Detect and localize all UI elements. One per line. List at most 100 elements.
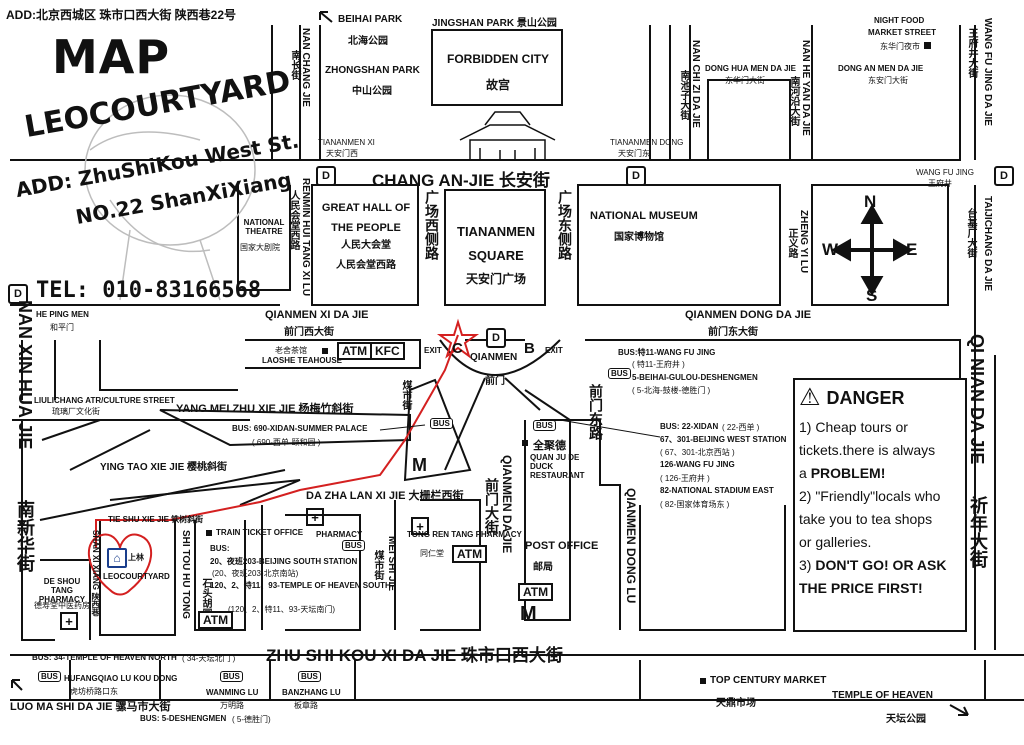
night-food-cn: 东华门夜市 — [880, 42, 920, 51]
pharmacy-cross-icon: + — [60, 612, 78, 630]
arrow-icon — [11, 679, 23, 691]
header-address: ADD:北京西城区 珠市口西大街 陕西巷22号 — [6, 8, 237, 22]
national-museum-label: NATIONAL MUSEUM — [590, 210, 698, 222]
bus-34-label: BUS: 34-TEMPLE OF HEAVEN NORTH — [32, 653, 177, 662]
qianmen-dong-da-jie-label: QIANMEN DONG DA JIE — [685, 309, 812, 321]
zhushikou-label: ZHU SHI KOU XI DA JIE 珠市口西大街 — [266, 646, 563, 665]
square-west-road-cn: 广场西侧路 — [424, 190, 440, 260]
dong-hua-men-label: DONG HUA MEN DA JIE — [705, 64, 796, 73]
nan-xin-hua-jie-label: NAN XIN HUA JIE — [15, 300, 35, 450]
nan-he-yan-cn: 南河沿大街 — [788, 76, 799, 126]
qianmen-east-road-cn: 前门东路 — [588, 384, 604, 440]
wanming-label: WANMING LU — [206, 688, 259, 697]
metro-m-letter: M — [412, 455, 427, 475]
bus-stop-icon: BUS — [298, 671, 321, 682]
danger-item2b: take you to tea shops — [799, 511, 933, 527]
bus-67-label: 67、301-BEIJING WEST STATION — [660, 435, 787, 444]
danger-item1c: a — [799, 465, 811, 481]
exit-c-label: EXIT — [424, 346, 442, 355]
danger-triangle-icon: ⚠ — [799, 384, 821, 411]
hotel-shanglin-cn: 上林 — [128, 553, 144, 562]
brand-tel: TEL: 010-83166568 — [36, 278, 262, 303]
tiananmen-xi-label: TIANANMEN XI — [318, 138, 375, 147]
chang-an-jie-label: CHANG AN-JIE 长安街 — [372, 171, 550, 190]
compass-w: W — [822, 240, 839, 259]
bus-te11-label: BUS:特11-WANG FU JING — [618, 348, 716, 357]
night-market-marker — [924, 42, 931, 49]
wang-fu-jing-stop-cn: 王府井 — [928, 179, 952, 188]
liulichang-label: LIULICHANG ATR/CULTURE STREET — [34, 396, 175, 405]
mei-shi-jie-label: MEI SHI JIE — [386, 536, 397, 592]
bus-stop-icon: BUS — [430, 418, 453, 429]
map-title: MAP — [52, 30, 171, 84]
metro-icon: D — [486, 328, 506, 348]
renmin-hui-tang-cn: 人民会堂西路 — [288, 190, 299, 250]
bus-stop-icon: BUS — [608, 368, 631, 379]
sketch-figure — [84, 94, 256, 301]
night-food-label: NIGHT FOOD — [874, 16, 925, 25]
bus-20-cn: (20、夜班203-北京南站) — [212, 569, 299, 578]
qianmen-dong-da-jie-cn: 前门东大街 — [708, 327, 758, 338]
danger-title: DANGER — [826, 387, 905, 408]
shitou-hutong-label: SHI TOU HU TONG — [180, 530, 191, 620]
liulichang-cn: 琉璃厂文化街 — [52, 407, 100, 416]
qianmen-da-jie-label: QIANMEN DA JIE — [500, 455, 514, 554]
heart-icon — [87, 533, 153, 596]
qianmen-xi-da-jie-cn: 前门西大街 — [284, 327, 334, 338]
bus-stop-icon: BUS — [533, 420, 556, 431]
train-ticket-marker — [206, 530, 212, 536]
bus-22-cn: ( 22-西单 ) — [722, 423, 760, 432]
national-theatre-label: NATIONAL THEATRE — [243, 218, 285, 236]
dazhalan-label: DA ZHA LAN XI JIE 大栅栏西街 — [306, 490, 464, 502]
bus-deshengmen-cn: ( 5-德胜门) — [232, 715, 271, 724]
temple-heaven-label: TEMPLE OF HEAVEN — [832, 690, 933, 701]
nan-he-yan-label: NAN HE YAN DA JIE — [800, 40, 811, 136]
hotel-icon[interactable]: ⌂ — [107, 548, 127, 568]
luoma-label: LUO MA SHI DA JIE 骡马市大街 — [10, 701, 171, 713]
tongrentang-label: TONG REN TANG PHARMACY — [407, 530, 522, 539]
top-century-cn: 天鼎市场 — [716, 698, 756, 709]
danger-item2a: 2) "Friendly"locals who — [799, 488, 941, 504]
national-theatre-cn: 国家大剧院 — [240, 243, 280, 252]
pharmacy-cross-icon: + — [306, 508, 324, 526]
danger-item3b: DON'T GO! OR ASK — [815, 557, 947, 573]
exit-b-letter: B — [524, 340, 535, 357]
laoshe-teahouse-label: LAOSHE TEAHOUSE — [262, 356, 343, 365]
metro-icon: D — [994, 166, 1014, 186]
zhongshan-park-cn: 中山公园 — [352, 86, 392, 97]
tie-shu-label: TIE SHU XIE JIE 铁树斜街 — [108, 515, 204, 524]
hotel-leocourtyard-label[interactable]: LEOCOURTYARD — [103, 572, 170, 581]
bus-stop-icon: BUS — [38, 671, 61, 682]
metro-icon: D — [8, 284, 28, 304]
metro-icon: D — [316, 166, 336, 186]
bus-deshengmen-label: BUS: 5-DESHENGMEN — [140, 714, 227, 723]
danger-item1b: tickets.there is always — [799, 442, 936, 458]
wang-fu-jing-stop-label: WANG FU JING — [916, 168, 974, 177]
jingshan-park-label: JINGSHAN PARK 景山公园 — [432, 18, 557, 29]
zheng-yi-lu-label: ZHENG YI LU — [798, 210, 809, 274]
danger-panel: ⚠ DANGER 1) Cheap tours or tickets.there… — [793, 378, 967, 632]
bus-34-cn: ( 34-天坛北门 ) — [182, 654, 236, 663]
danger-item3c: THE PRICE FIRST! — [799, 580, 923, 596]
compass-s: S — [866, 286, 878, 305]
mei-shi-jie-cn: 煤市街 — [372, 550, 383, 580]
bus-stop-icon: BUS — [342, 540, 365, 551]
kfc-label: KFC — [370, 342, 405, 360]
compass-n: N — [864, 192, 877, 211]
great-hall-label: GREAT HALL OF THE PEOPLE — [321, 202, 411, 234]
qianmen-dong-lu-label: QIANMEN DONG LU — [624, 488, 638, 604]
danger-item2c: or galleries. — [799, 534, 872, 550]
dong-hua-men-cn: 东华门大街 — [725, 76, 765, 85]
tiananmen-xi-cn: 天安门西 — [326, 149, 358, 158]
tongrentang-cn: 同仁堂 — [420, 549, 444, 558]
qianmen-da-jie-cn: 前门大街 — [484, 478, 500, 534]
beihai-park-label: BEIHAI PARK — [338, 14, 403, 25]
renmin-hui-tang-label: RENMIN HUI TANG XI LU — [300, 178, 311, 297]
bus-126-cn: ( 126-王府井 ) — [660, 474, 710, 483]
qi-nian-da-jie-cn: 祈年大街 — [968, 496, 988, 568]
compass-e: E — [906, 240, 918, 259]
market-street-label: MARKET STREET — [868, 28, 936, 37]
dong-an-men-label: DONG AN MEN DA JIE — [838, 64, 924, 73]
square-east-road-cn: 广场东侧路 — [557, 190, 573, 260]
yang-mei-zhu-label: YANG MEI ZHU XIE JIE 杨梅竹斜街 — [176, 403, 354, 415]
